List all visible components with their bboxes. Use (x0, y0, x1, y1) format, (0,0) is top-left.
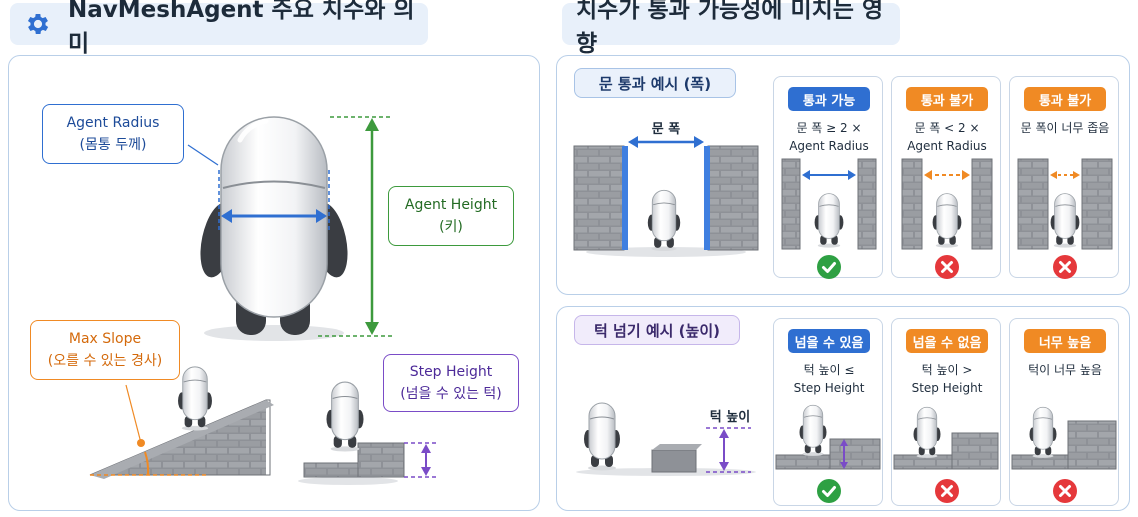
step-height-inline-label: 턱 높이 (709, 410, 751, 425)
agent-radius-label: Agent Radius (몸통 두께) (42, 104, 184, 164)
step-height-label: Step Height (넘을 수 있는 턱) (383, 354, 519, 412)
slope-ramp (89, 384, 274, 479)
left-diagram (89, 116, 438, 485)
gear-icon (24, 10, 52, 38)
door-card-2: 통과 불가 문 폭 < 2 × Agent Radius (891, 76, 1001, 279)
door-card-3-text: 문 폭이 너무 좁음 (1020, 121, 1110, 135)
door-card-3: 통과 불가 문 폭이 너무 좁음 (1009, 76, 1119, 279)
check-icon (817, 479, 841, 503)
max-slope-label: Max Slope (오를 수 있는 경사) (30, 320, 180, 380)
step-block (298, 442, 438, 485)
step-card-3: 너무 높음 턱이 너무 높음 (1009, 318, 1119, 506)
door-width-label: 문 폭 (651, 122, 681, 137)
door-card-1: 통과 가능 문 폭 ≥ 2 × Agent Radius (773, 76, 883, 279)
door-card-1-badge: 통과 가능 (788, 87, 870, 111)
step-section-label: 턱 넘기 예시 (높이) (574, 315, 740, 345)
left-title: NavMeshAgent 주요 치수와 의미 (68, 0, 415, 57)
agent-height-label: Agent Height (키) (388, 186, 514, 246)
step-card-1-badge: 넘을 수 있음 (788, 329, 870, 353)
door-section-label: 문 통과 예시 (폭) (574, 68, 736, 98)
cross-icon (1053, 255, 1077, 279)
step-main-diagram (576, 402, 756, 476)
step-card-2: 넘을 수 없음 턱 높이 > Step Height (891, 318, 1001, 506)
step-card-3-badge: 너무 높음 (1024, 329, 1106, 353)
step-card-1-text: 턱 높이 ≤ Step Height (793, 363, 865, 395)
left-title-pill: NavMeshAgent 주요 치수와 의미 (10, 0, 428, 57)
cross-icon (1053, 479, 1077, 503)
cross-icon (935, 479, 959, 503)
right-title: 치수가 통과 가능성에 미치는 영향 (576, 0, 884, 57)
step-card-3-text: 턱이 너무 높음 (1028, 363, 1102, 377)
step-card-2-text: 턱 높이 > Step Height (911, 363, 983, 395)
right-title-pill: 치수가 통과 가능성에 미치는 영향 (562, 0, 900, 57)
door-card-2-text: 문 폭 < 2 × Agent Radius (907, 121, 987, 153)
door-card-1-text: 문 폭 ≥ 2 × Agent Radius (789, 121, 869, 153)
step-agent (325, 381, 365, 452)
step-card-1: 넘을 수 있음 턱 높이 ≤ Step Height (773, 318, 883, 506)
door-main-diagram (573, 136, 759, 257)
slope-agent (177, 366, 213, 431)
cross-icon (935, 255, 959, 279)
check-icon (817, 255, 841, 279)
door-card-3-badge: 통과 불가 (1024, 87, 1106, 111)
step-card-2-badge: 넘을 수 없음 (906, 329, 988, 353)
door-card-2-badge: 통과 불가 (906, 87, 988, 111)
